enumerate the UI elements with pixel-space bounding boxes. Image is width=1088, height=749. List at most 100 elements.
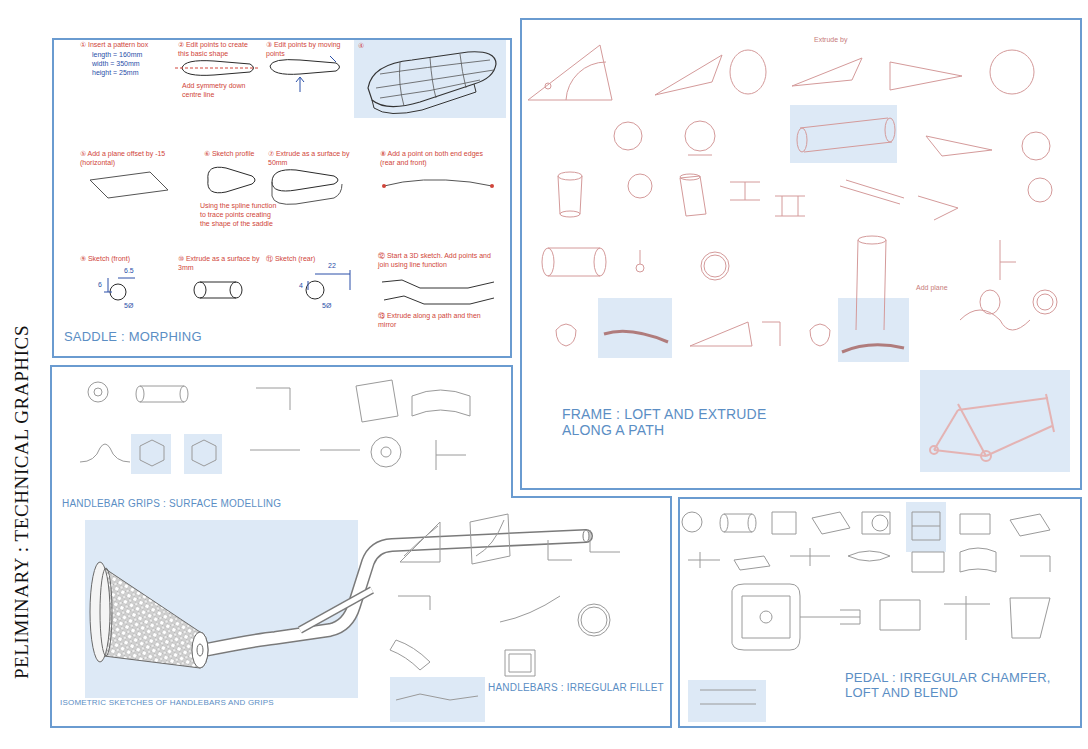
saddle-sketch [382, 184, 386, 188]
handlebar-sketch [548, 530, 620, 560]
panel-title: HANDLEBAR GRIPS : SURFACE MODELLING [62, 498, 392, 510]
frame-sketch [680, 176, 706, 216]
frame-sketch [701, 252, 729, 280]
step-note: ② Edit points to create this basic shape [178, 41, 260, 59]
saddle-sketch [110, 284, 126, 300]
dimension: 22 [328, 262, 344, 271]
frame-sketch [545, 83, 551, 89]
step-note: ③ Edit points by moving points [266, 41, 346, 59]
frame-sketch [885, 118, 895, 142]
step-note: height = 25mm [92, 69, 172, 78]
step-note: ④ [358, 42, 372, 51]
frame-sketch [926, 136, 992, 156]
frame-sketch [1033, 290, 1057, 314]
handlebar-sketch [390, 640, 430, 670]
isometric-handlebar [300, 590, 372, 630]
step-note: ⑩ Extrude as a surface by 3mm [178, 255, 262, 273]
grip-sketch [140, 440, 164, 466]
frame-sketch [636, 264, 644, 272]
panel-outline [51, 366, 671, 727]
grip-sketch [381, 447, 391, 457]
panel-outline [50, 365, 672, 728]
bmx-frame [934, 410, 958, 450]
bmx-frame [986, 426, 1052, 456]
pedal-sketch [862, 512, 890, 534]
highlight-panel [85, 520, 358, 698]
grip-sketch [180, 386, 188, 402]
saddle-sketch [330, 56, 336, 62]
highlight-panel [131, 434, 171, 474]
pedal-sketch [912, 512, 940, 540]
frame-sketch [990, 50, 1034, 94]
pedal-sketch [720, 514, 728, 532]
step-note: ⑦ Extrude as a surface by 50mm [268, 150, 360, 168]
saddle-sketch [372, 84, 476, 114]
pedal-sketch [772, 512, 796, 534]
frame-sketch [840, 180, 904, 204]
saddle-sketch [230, 282, 242, 298]
frame-sketch [685, 121, 715, 151]
saddle-sketch [200, 282, 236, 298]
bmx-frame [958, 404, 986, 456]
saddle-sketch [270, 60, 340, 75]
saddle-sketch [300, 78, 301, 92]
frame-sketch [594, 248, 606, 276]
frame-sketch [560, 211, 580, 217]
grip-sketch [80, 380, 470, 470]
frame-sketch [614, 122, 642, 150]
handlebar-sketch [509, 654, 531, 672]
saddle-sketch [308, 281, 309, 290]
saddle-sketch [490, 184, 494, 188]
handlebar-sketch [396, 694, 478, 700]
frame-sketch [655, 55, 722, 95]
frame-sketch [775, 196, 805, 216]
bmx-frame [934, 450, 986, 456]
isometric-handlebar [205, 530, 589, 650]
frame-sketch [730, 50, 766, 94]
isometric-grip [90, 562, 208, 668]
highlight-panel [598, 298, 672, 358]
grip-sketch [192, 440, 216, 466]
panel-title: HANDLEBARS : IRREGULAR FILLET [488, 682, 670, 694]
highlight-panel [790, 105, 897, 163]
panel-title: FRAME : LOFT AND EXTRUDE ALONG A PATH [562, 406, 794, 438]
saddle-sketch [350, 270, 351, 290]
panel-title: PEDAL : IRREGULAR CHAMFER, LOFT AND BLEN… [845, 671, 1077, 701]
bmx-frame [930, 394, 1054, 461]
saddle-sketch [368, 52, 496, 107]
saddle-sketch [384, 180, 492, 186]
frame-sketch [604, 331, 668, 342]
frame-sketch [528, 45, 1057, 352]
highlight-panel [688, 680, 766, 722]
frame-sketch [558, 172, 582, 180]
grip-sketch [250, 450, 360, 451]
frame-sketch [558, 176, 582, 214]
handlebar-sketch [500, 596, 560, 622]
grip-sketch [256, 388, 290, 410]
highlight-panel [838, 298, 909, 362]
frame-sketch [1037, 294, 1053, 310]
grip-sketch [436, 440, 466, 470]
frame-sketch [792, 58, 862, 86]
frame-sketch [762, 322, 780, 346]
frame-sketch [730, 182, 760, 200]
pedal-sketch [682, 512, 702, 532]
bmx-frame [981, 451, 991, 461]
bmx-frame [930, 446, 938, 454]
step-note: ⑫ Start a 3D sketch. Add points and join… [378, 252, 498, 270]
pedal-sketch [748, 514, 756, 532]
saddle-sketch [208, 167, 255, 193]
frame-sketch [858, 236, 886, 244]
step-note: ⑬ Extrude along a path and then mirror [378, 312, 484, 330]
step-note: Extrude by [814, 36, 874, 45]
saddle-sketch [296, 77, 304, 82]
handlebar-sketch [404, 526, 438, 556]
step-note: ① Insert a pattern box [80, 41, 172, 50]
highlight-panel [184, 434, 222, 474]
dimension: 4 [299, 282, 309, 291]
saddle-sketch [104, 292, 112, 293]
frame-sketch [680, 174, 700, 180]
pedal-sketch [872, 515, 888, 531]
step-note: ⑥ Sketch profile [204, 150, 266, 159]
